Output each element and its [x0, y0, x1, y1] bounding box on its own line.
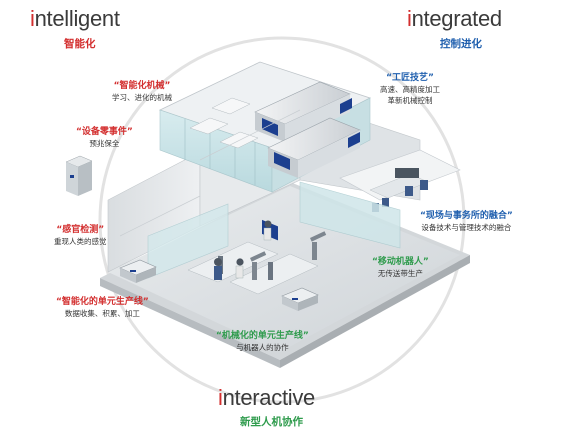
callout-zero-incident: “设备零事件” 预兆保全 — [76, 127, 133, 148]
callout-site-office: “现场与事务所的融合” 设备技术与管理技术的融合 — [420, 211, 513, 232]
floor-edge-right — [280, 255, 470, 368]
office-area — [339, 149, 461, 212]
subtitle-intelligent: 智能化 — [64, 38, 96, 50]
callout-smart-cell-line: “智能化的单元生产线” 数据收集、积累、加工 — [56, 297, 149, 318]
production-cell — [187, 220, 327, 295]
subtitle-interactive: 新型人机协作 — [240, 416, 303, 428]
equipment-tower — [65, 155, 93, 196]
subtitle-integrated: 控制进化 — [440, 38, 482, 50]
concept-circle — [98, 36, 466, 404]
precision-machines — [254, 81, 361, 241]
floor-edge-left — [100, 278, 280, 368]
title-intelligent: intelligent — [30, 6, 120, 31]
title-interactive: interactive — [218, 385, 315, 410]
mobile-robots — [119, 259, 319, 311]
title-integrated: integrated — [407, 6, 502, 31]
glass-partition — [299, 181, 401, 249]
callout-mech-cell-line: “机械化的单元生产线” 与机器人的协作 — [216, 331, 309, 352]
callout-smart-machine: “智能化机械” 学习、进化的机械 — [112, 81, 172, 102]
callout-craft: “工匠技艺” 高速、高精度加工 革新机械控制 — [380, 73, 440, 105]
callout-mobile-robot: “移动机器人” 无传送带生产 — [372, 257, 429, 278]
callout-sensing: “感官检测” 重现人类的感觉 — [54, 225, 107, 246]
